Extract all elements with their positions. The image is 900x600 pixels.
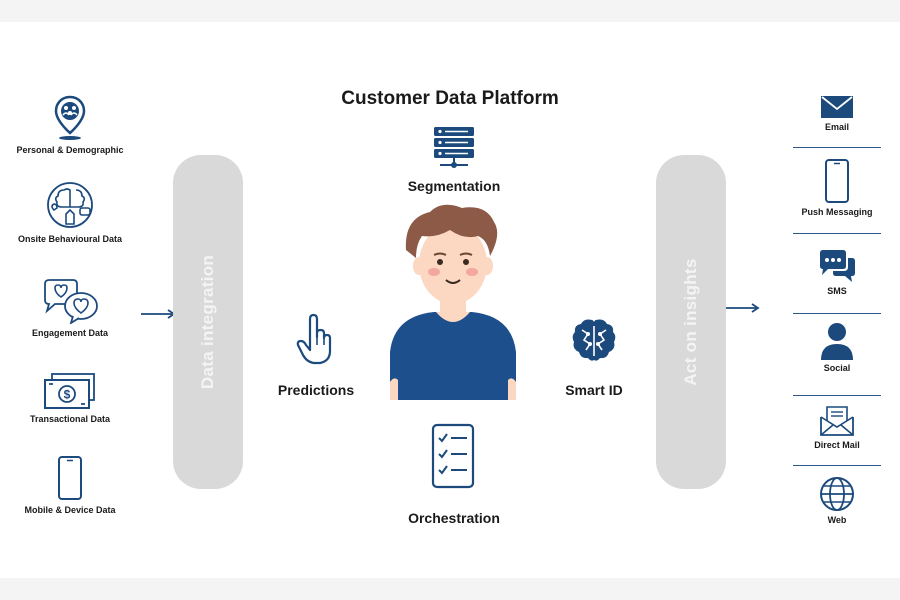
source-label: Personal & Demographic [16,145,124,155]
source-label: Engagement Data [31,328,109,338]
channel-sms: SMS [793,249,881,296]
source-label: Transactional Data [29,414,111,424]
mail-letter-icon [820,406,854,436]
svg-text:$: $ [64,388,71,402]
source-label: Mobile & Device Data [24,505,116,515]
source-mobile-device: Mobile & Device Data [10,455,130,515]
data-integration-label: Data integration [198,254,217,390]
source-transactional: $ Transactional Data [10,372,130,424]
segmentation-label: Segmentation [407,178,501,194]
server-stack-icon [434,127,474,168]
globe-icon [820,477,854,511]
smartphone-icon [58,456,82,500]
channel-social: Social [793,322,881,373]
channel-label: Push Messaging [801,207,873,217]
act-on-insights-label: Act on insights [681,258,700,386]
chat-heart-icon [44,279,98,324]
banknotes-icon: $ [44,373,95,409]
act-on-insights-bar: Act on insights [656,155,726,489]
channel-label: Web [827,515,847,525]
data-integration-bar: Data integration [173,155,243,489]
channel-divider [793,313,881,314]
arrow-right-icon [725,303,760,313]
channel-direct-mail: Direct Mail [793,405,881,450]
channel-web: Web [793,476,881,525]
brain-network-icon [47,182,93,228]
source-onsite-behavioural: Onsite Behavioural Data [10,180,130,244]
person-icon [821,323,853,360]
diagram-title: Customer Data Platform [341,88,559,109]
envelope-icon [821,96,853,118]
channel-label: Email [824,122,849,132]
orchestration-label: Orchestration [408,510,500,526]
source-label: Onsite Behavioural Data [17,234,123,244]
channel-email: Email [793,95,881,132]
channel-divider [793,395,881,396]
brain-icon [572,319,616,361]
source-personal-demographic: Personal & Demographic [10,95,130,155]
channel-label: SMS [827,286,847,296]
channel-divider [793,233,881,234]
location-pin-people-icon [54,95,86,140]
pointer-hand-icon [296,313,332,365]
person-avatar-illustration [390,204,516,400]
channel-push-messaging: Push Messaging [793,158,881,217]
smart-id-label: Smart ID [565,382,623,398]
channel-label: Social [823,363,851,373]
channel-divider [793,465,881,466]
source-engagement: Engagement Data [10,278,130,338]
predictions-label: Predictions [277,382,355,398]
channel-divider [793,147,881,148]
checklist-icon [431,423,475,489]
smartphone-icon [825,159,849,203]
channel-label: Direct Mail [814,440,860,450]
chat-bubbles-icon [820,250,855,282]
